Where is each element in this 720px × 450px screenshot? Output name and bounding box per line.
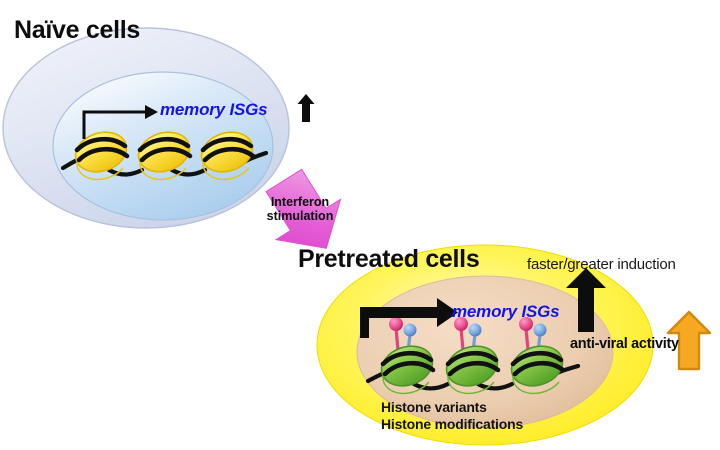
naive-nucleosome-1: [69, 125, 133, 181]
naive-nucleosome-3: [195, 125, 259, 181]
naive-induction-up-arrow: [297, 94, 315, 122]
pretreated-cell-group: [316, 244, 654, 446]
naive-nucleosome-2: [132, 125, 196, 181]
interferon-stimulation-arrow: [265, 168, 342, 249]
pretreated-transcription-arrow: [360, 298, 458, 338]
pretreated-cells-title: Pretreated cells: [298, 245, 480, 273]
naive-memory-isgs-label: memory ISGs: [160, 100, 268, 119]
histone-variants-caption: Histone variants: [381, 399, 487, 415]
faster-greater-induction-label: faster/greater induction: [527, 256, 676, 273]
pretreated-nucleosome-1: [375, 317, 439, 395]
antiviral-activity-arrow: [666, 310, 712, 371]
faster-induction-arrow: [566, 268, 606, 332]
pretreated-nucleosome-2: [440, 317, 504, 395]
interferon-label-line-1: Interferon: [270, 195, 330, 209]
histone-variant-pin-2: [454, 317, 468, 352]
naive-cells-title: Naïve cells: [14, 16, 140, 44]
interferon-label-line-2: stimulation: [266, 208, 334, 223]
histone-modifications-caption: Histone modifications: [381, 416, 524, 432]
pretreated-memory-isgs-label: memory ISGs: [452, 302, 560, 321]
histone-variant-pin-1: [389, 317, 403, 352]
pretreated-nucleosome-3: [505, 317, 569, 395]
naive-transcription-arrow: [82, 105, 158, 139]
naive-cell-group: [2, 27, 315, 229]
histone-variant-pin-3: [519, 317, 533, 352]
anti-viral-activity-label: anti-viral activity: [570, 336, 679, 352]
